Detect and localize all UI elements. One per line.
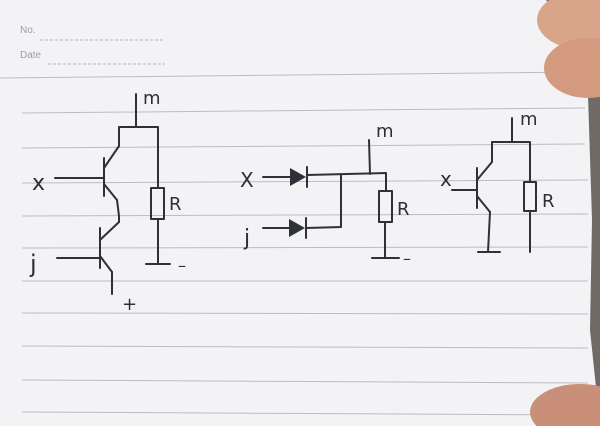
transistor-2-symbol <box>99 221 120 273</box>
circuit1-input-x-label: x <box>32 171 45 196</box>
circuit3-input-x-label: x <box>440 167 452 191</box>
circuit2-output-label: m <box>376 121 394 142</box>
transistor-3-emitter-wire <box>487 211 491 253</box>
transistor-3-symbol <box>476 141 493 213</box>
circuit1-resistor-label: R <box>169 194 182 215</box>
no-label: No. <box>20 25 36 36</box>
circuit2-top-wire <box>306 172 387 191</box>
date-label: Date <box>20 50 42 61</box>
circuit2-ground-label: – <box>403 249 411 268</box>
circuit3-output-label: m <box>520 109 538 130</box>
circuit-single-transistor: m x R <box>440 109 555 253</box>
diode-1-triangle <box>290 168 306 186</box>
circuit2-output-wire <box>368 139 371 175</box>
finger-top <box>537 0 600 50</box>
circuit3-top-rail <box>491 141 531 183</box>
circuit3-resistor-label: R <box>542 191 555 212</box>
circuit1-output-wire <box>118 93 137 147</box>
circuit2-join-wire <box>305 174 342 229</box>
circuit1-input-j-label: j <box>29 250 37 278</box>
circuit-transistor-series: m x j R – + <box>29 88 186 315</box>
circuit1-output-label: m <box>143 88 161 109</box>
circuit1-supply-label: + <box>122 294 137 315</box>
circuit1-top-rail <box>135 126 159 189</box>
fingers <box>530 0 600 426</box>
circuit2-input-x-label: X <box>240 168 254 192</box>
circuit2-input-j-label: j <box>243 226 250 251</box>
finger-bottom <box>530 384 600 426</box>
circuit-diode-or: m X j R – <box>240 121 411 268</box>
finger-upper <box>544 38 600 98</box>
circuit1-ground-label: – <box>178 256 186 275</box>
circuit1-mid-wire <box>116 199 120 223</box>
diode-2-triangle <box>289 219 305 237</box>
circuit2-resistor-label: R <box>397 199 410 220</box>
